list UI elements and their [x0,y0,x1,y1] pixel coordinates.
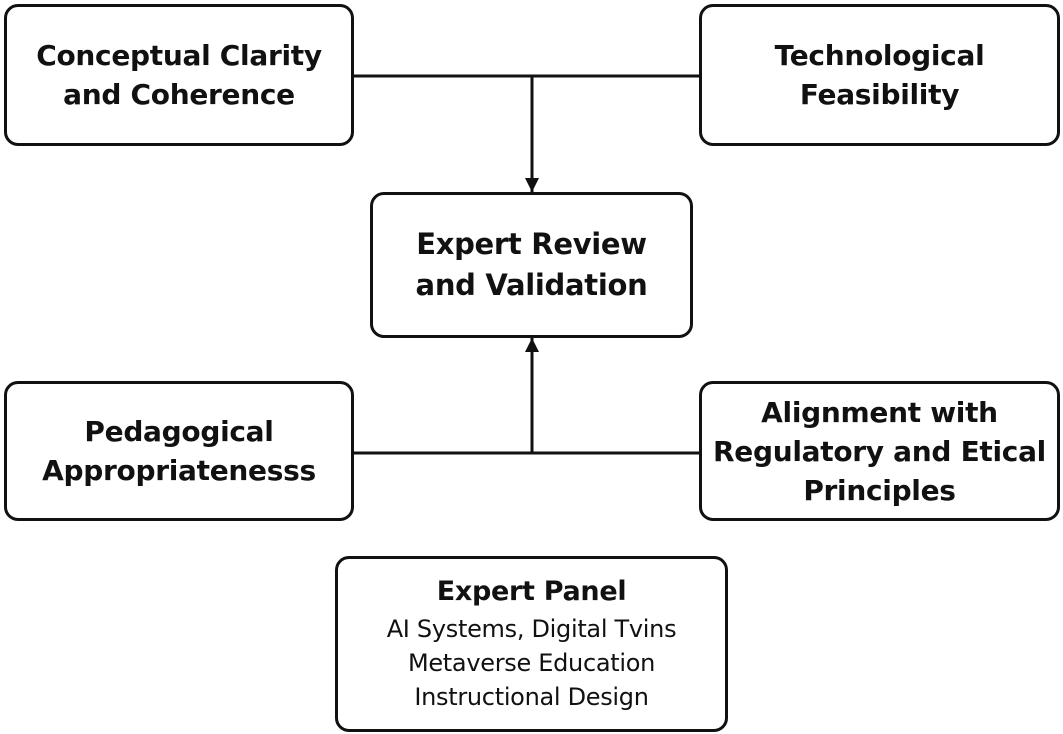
expert-panel-areas: AI Systems, Digital Tvins Metaverse Educ… [387,612,677,714]
node-technological-feasibility: Technological Feasibility [699,4,1060,146]
node-conceptual-clarity: Conceptual Clarity and Coherence [4,4,354,146]
node-technological-feasibility-label: Technological Feasibility [774,39,985,111]
expert-panel-area: Metaverse Education [407,649,656,677]
node-expert-panel-label: Expert Panel [436,576,627,607]
expert-panel-area: AI Systems, Digital Tvins [386,615,677,643]
node-pedagogical-appropriateness-label: Pedagogical Appropriatenesss [42,415,316,487]
node-conceptual-clarity-label: Conceptual Clarity and Coherence [36,39,322,111]
node-expert-panel: Expert Panel AI Systems, Digital Tvins M… [335,556,728,732]
expert-panel-area: Instructional Design [414,683,649,711]
node-expert-review-label: Expert Review and Validation [415,227,648,302]
node-expert-review: Expert Review and Validation [370,192,693,338]
node-pedagogical-appropriateness: Pedagogical Appropriatenesss [4,381,354,521]
node-regulatory-alignment: Alignment with Regulatory and Etical Pri… [699,381,1060,521]
node-regulatory-alignment-label: Alignment with Regulatory and Etical Pri… [713,395,1046,507]
